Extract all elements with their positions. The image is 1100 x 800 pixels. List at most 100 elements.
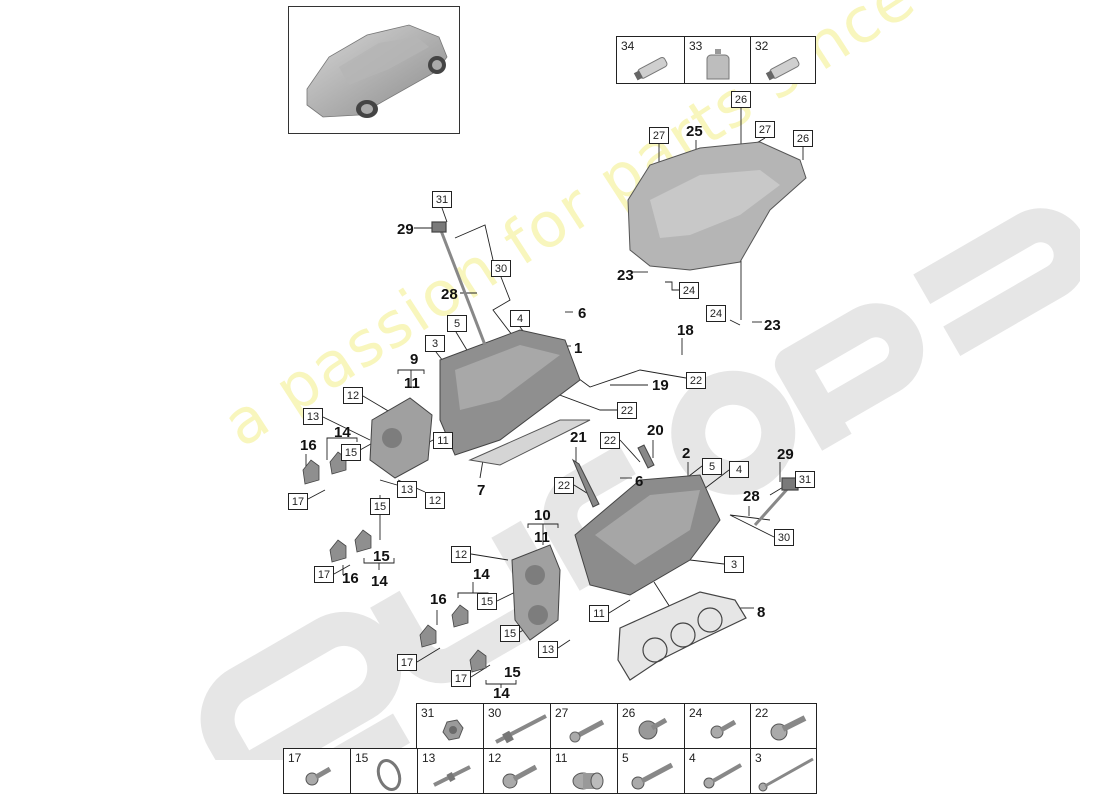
tube-icon [765,56,800,81]
callout-21[interactable]: 21 [570,429,587,446]
parts-cell-32[interactable]: 32 [750,36,816,84]
callout-16[interactable]: 16 [300,437,317,454]
boxed-callout-26[interactable]: 26 [731,91,751,108]
boxed-callout-12[interactable]: 12 [451,546,471,563]
parts-cell-33[interactable]: 33 [684,36,751,84]
callout-11[interactable]: 11 [534,529,550,546]
callout-14[interactable]: 14 [371,573,388,590]
boxed-callout-5[interactable]: 5 [702,458,722,475]
callout-6[interactable]: 6 [635,473,644,490]
boxed-callout-30[interactable]: 30 [491,260,511,277]
watermark-logo [200,208,1080,760]
callout-28[interactable]: 28 [743,488,760,505]
callout-7[interactable]: 7 [477,482,486,499]
callout-15[interactable]: 15 [504,664,521,681]
callout-23[interactable]: 23 [764,317,781,334]
tube-icon [633,56,668,81]
parts-cell-30[interactable]: 30 [483,703,551,749]
callout-14[interactable]: 14 [334,424,351,441]
parts-cell-3[interactable]: 3 [750,748,817,794]
boxed-callout-17[interactable]: 17 [397,654,417,671]
bolt-icon [305,766,332,786]
boxed-callout-17[interactable]: 17 [314,566,334,583]
flange-bolt-icon [638,717,668,740]
boxed-callout-15[interactable]: 15 [477,593,497,610]
bottle-icon [706,49,730,80]
boxed-callout-30[interactable]: 30 [774,529,794,546]
parts-cell-27[interactable]: 27 [550,703,618,749]
bolt-icon [703,763,742,789]
boxed-callout-24[interactable]: 24 [679,282,699,299]
parts-cell-31[interactable]: 31 [416,703,484,749]
stud-short-icon [569,719,605,743]
callout-1[interactable]: 1 [574,340,583,357]
boxed-callout-11[interactable]: 11 [433,432,453,449]
boxed-callout-11[interactable]: 11 [589,605,609,622]
callout-29[interactable]: 29 [397,221,414,238]
callout-16[interactable]: 16 [342,570,359,587]
parts-cell-34[interactable]: 34 [616,36,685,84]
parts-cell-26[interactable]: 26 [617,703,685,749]
callout-19[interactable]: 19 [652,377,669,394]
parts-cell-12[interactable]: 12 [483,748,551,794]
stud-icon [433,765,471,787]
callout-6[interactable]: 6 [578,305,587,322]
boxed-callout-22[interactable]: 22 [600,432,620,449]
callout-10[interactable]: 10 [534,507,551,524]
callout-2[interactable]: 2 [682,445,691,462]
parts-cell-13[interactable]: 13 [417,748,484,794]
stud-long-icon [495,714,547,744]
boxed-callout-3[interactable]: 3 [724,556,744,573]
callout-16[interactable]: 16 [430,591,447,608]
boxed-callout-13[interactable]: 13 [397,481,417,498]
boxed-callout-3[interactable]: 3 [425,335,445,352]
boxed-callout-17[interactable]: 17 [451,670,471,687]
boxed-callout-17[interactable]: 17 [288,493,308,510]
parts-cell-15[interactable]: 15 [350,748,418,794]
parts-cell-4[interactable]: 4 [684,748,751,794]
torx-bolt-icon [770,715,807,741]
boxed-callout-12[interactable]: 12 [425,492,445,509]
callout-15[interactable]: 15 [373,548,390,565]
boxed-callout-13[interactable]: 13 [303,408,323,425]
callout-29[interactable]: 29 [777,446,794,463]
boxed-callout-24[interactable]: 24 [706,305,726,322]
car-thumbnail-icon [306,24,448,118]
boxed-callout-22[interactable]: 22 [617,402,637,419]
parts-cell-11[interactable]: 11 [550,748,618,794]
callout-9[interactable]: 9 [410,351,419,368]
boxed-callout-31[interactable]: 31 [432,191,452,208]
boxed-callout-5[interactable]: 5 [447,315,467,332]
boxed-callout-22[interactable]: 22 [686,372,706,389]
boxed-callout-15[interactable]: 15 [370,498,390,515]
boxed-callout-4[interactable]: 4 [729,461,749,478]
boxed-callout-15[interactable]: 15 [500,625,520,642]
boxed-callout-26[interactable]: 26 [793,130,813,147]
callout-28[interactable]: 28 [441,286,458,303]
cylinder-head-right-illustration [574,474,721,596]
boxed-callout-13[interactable]: 13 [538,641,558,658]
callout-18[interactable]: 18 [677,322,694,339]
bolt-icon [502,764,538,789]
callout-25[interactable]: 25 [686,123,703,140]
boxed-callout-12[interactable]: 12 [343,387,363,404]
boxed-callout-27[interactable]: 27 [755,121,775,138]
callout-11[interactable]: 11 [404,375,420,392]
boxed-callout-4[interactable]: 4 [510,310,530,327]
parts-cell-5[interactable]: 5 [617,748,685,794]
boxed-callout-27[interactable]: 27 [649,127,669,144]
callout-23[interactable]: 23 [617,267,634,284]
parts-cell-24[interactable]: 24 [684,703,751,749]
bolt-icon [631,762,674,790]
boxed-callout-15[interactable]: 15 [341,444,361,461]
callout-8[interactable]: 8 [757,604,766,621]
callout-14[interactable]: 14 [493,685,510,702]
parts-cell-17[interactable]: 17 [283,748,351,794]
parts-cell-22[interactable]: 22 [750,703,817,749]
boxed-callout-22[interactable]: 22 [554,477,574,494]
bolt-icon [710,719,737,739]
boxed-callout-31[interactable]: 31 [795,471,815,488]
callout-20[interactable]: 20 [647,422,664,439]
callout-14[interactable]: 14 [473,566,490,583]
